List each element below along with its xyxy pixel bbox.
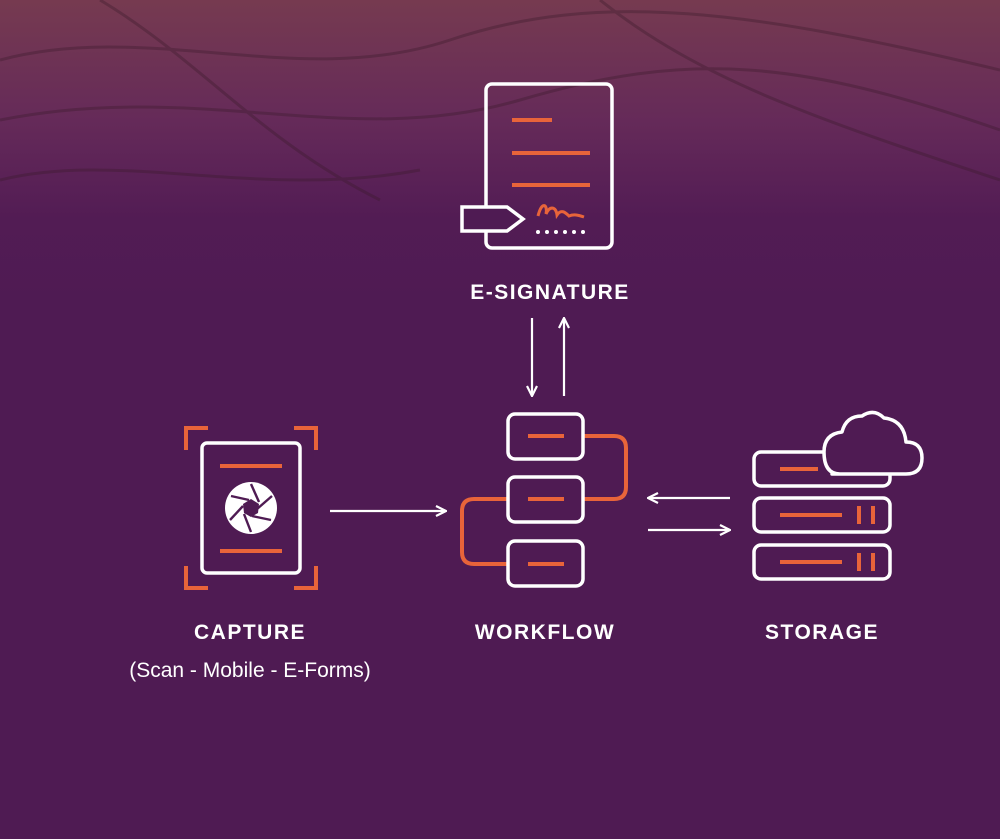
signed-document-icon (460, 82, 614, 250)
workflow-label: WORKFLOW (474, 621, 616, 644)
capture-label: CAPTURE (193, 621, 306, 644)
capture-sublabel: (Scan - Mobile - E-Forms) (129, 659, 371, 682)
storage-label: STORAGE (765, 621, 879, 644)
esignature-label: E-SIGNATURE (470, 281, 630, 304)
workflow-icon (460, 412, 628, 588)
aperture-icon (225, 482, 277, 534)
rock-texture (0, 0, 1000, 202)
cloud-icon (822, 410, 924, 476)
server-cloud-icon (752, 410, 924, 581)
camera-document-icon (184, 426, 318, 590)
